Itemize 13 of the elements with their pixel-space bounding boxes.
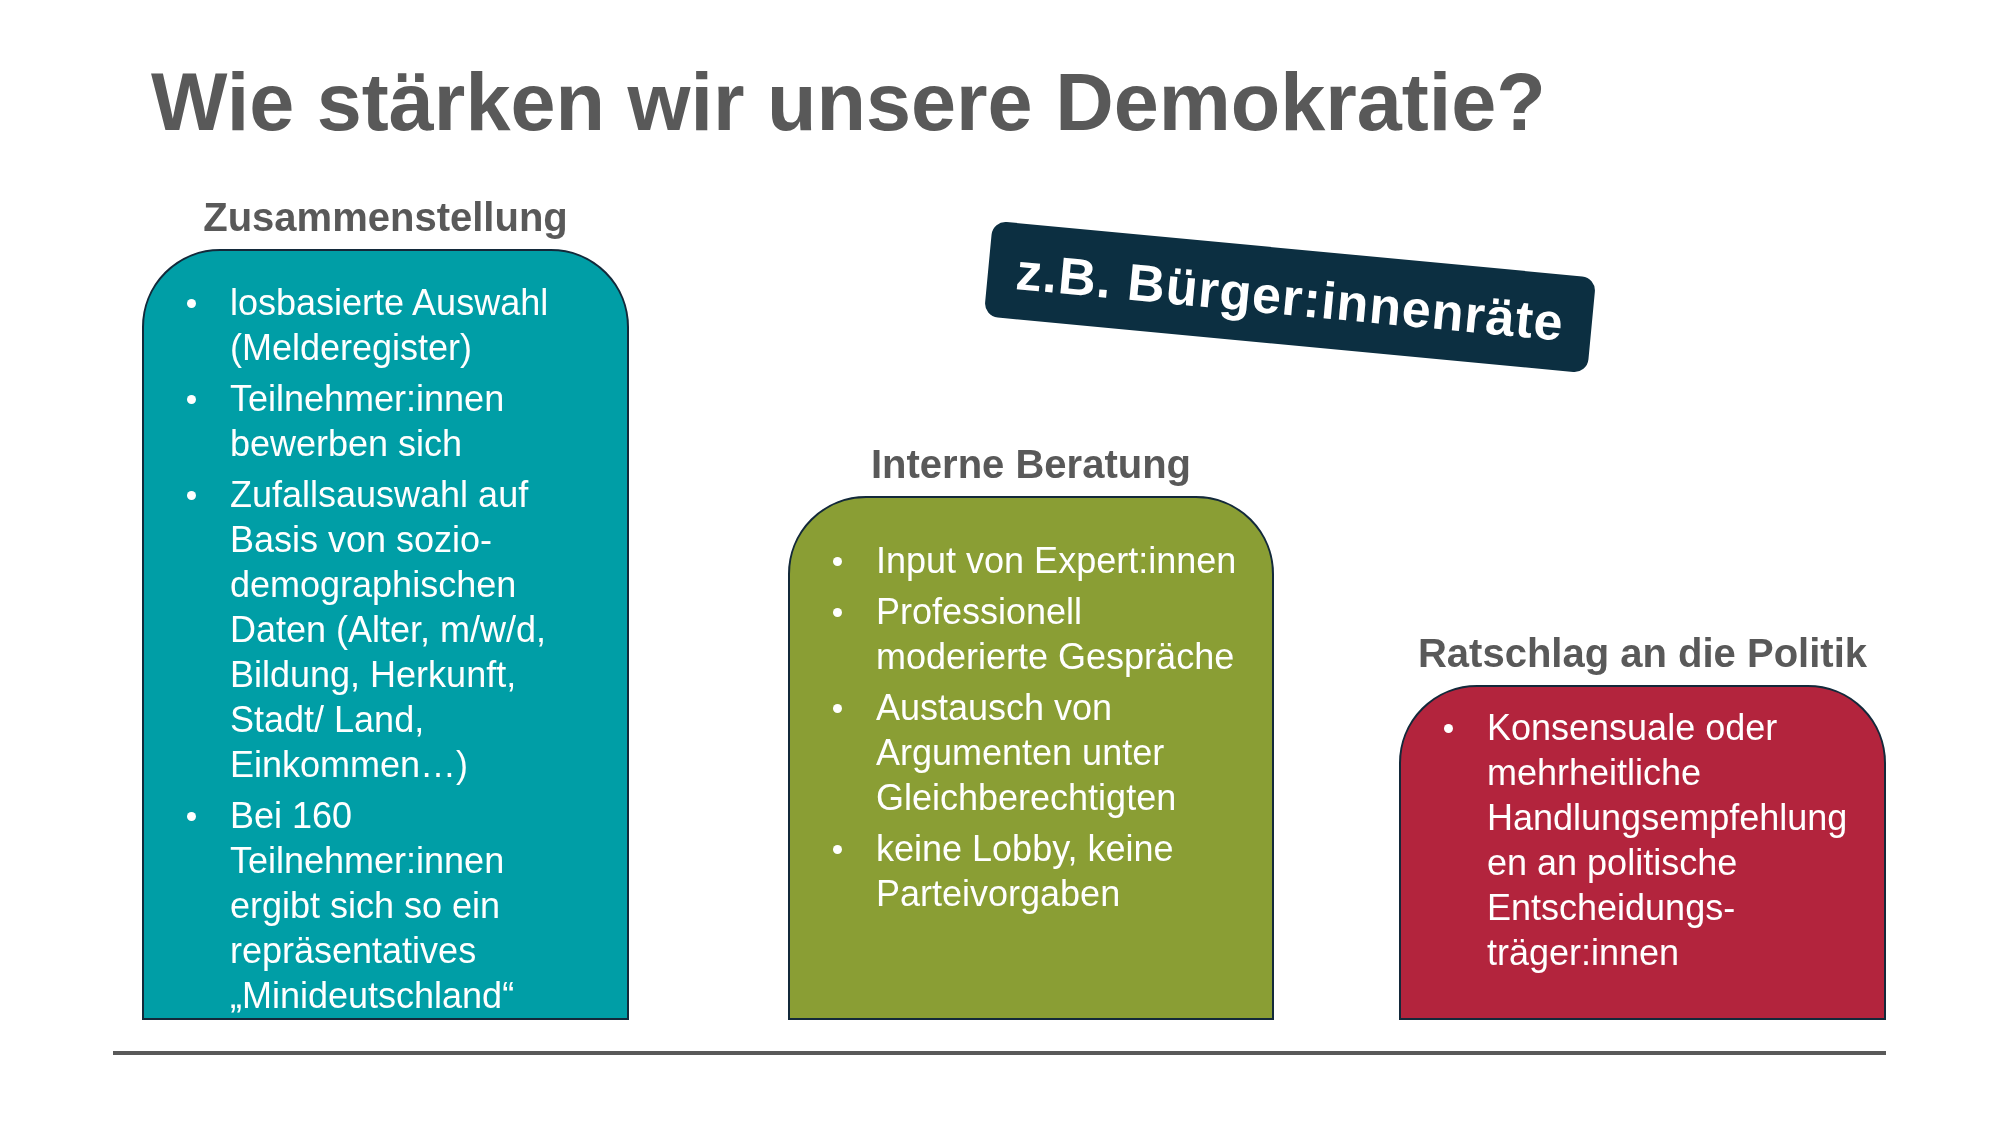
badge: z.B. Bürger:innenräte bbox=[983, 220, 1597, 374]
column-heading: Zusammenstellung bbox=[203, 194, 568, 240]
bullet-text: Zufallsauswahl auf Basis von sozio-demographischen Daten (Alter, m/w/d, Bildung, Herkunft, Stadt/ Land, Einkommen…) bbox=[230, 473, 548, 787]
column-heading: Ratschlag an die Politik bbox=[1418, 630, 1867, 676]
bullet-text: Konsensuale oder mehrheitliche Handlungsempfehlung en an politische Entscheidungs-träger:innen bbox=[1487, 706, 1849, 975]
slide-title: Wie stärken wir unsere Demokratie? bbox=[151, 62, 1546, 143]
bullet-text: Teilnehmer:innen bewerben sich bbox=[230, 377, 506, 466]
column-heading: Interne Beratung bbox=[870, 441, 1191, 487]
bullet-text: Input von Expert:innen bbox=[876, 539, 1238, 583]
bullet-text: keine Lobby, keine Parteivorgaben bbox=[876, 827, 1175, 916]
bullet-text: Bei 160 Teilnehmer:innen ergibt sich so ein repräsentatives „Minideutschland“ bbox=[230, 794, 516, 1018]
bullet-text: Professionell moderierte Gespräche bbox=[876, 590, 1236, 679]
bullet-text: losbasierte Auswahl (Melderegister) bbox=[230, 281, 550, 370]
